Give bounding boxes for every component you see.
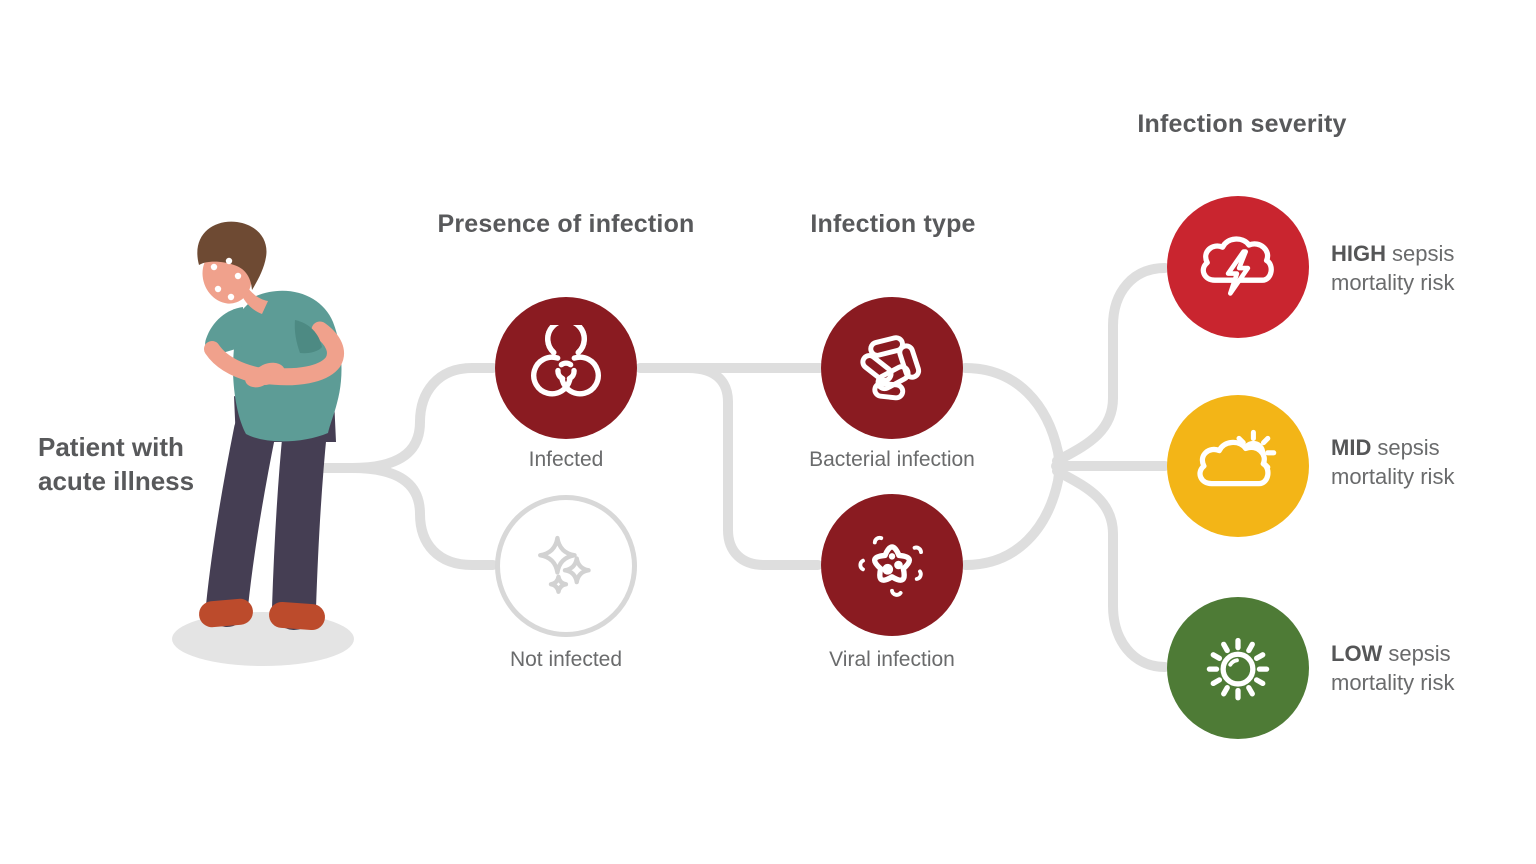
sparkles-icon xyxy=(538,535,591,594)
infected-label: Infected xyxy=(528,448,604,471)
sun-icon xyxy=(1206,637,1270,701)
low-circle xyxy=(1167,597,1309,739)
mid-rest-text: sepsis mortality risk xyxy=(1331,435,1455,489)
cloud-sun-icon xyxy=(1197,429,1277,487)
column-title-presence: Presence of infection xyxy=(437,210,695,238)
connector-paths xyxy=(297,263,1170,672)
infected-circle xyxy=(495,297,637,439)
high-rest-text: sepsis mortality risk xyxy=(1331,241,1455,295)
bacterial-circle xyxy=(821,297,963,439)
column-title-infection-severity: Infection severity xyxy=(1137,110,1347,138)
high-circle xyxy=(1167,196,1309,338)
low-rest-text: sepsis mortality risk xyxy=(1331,641,1455,695)
sweat-drops xyxy=(210,257,242,312)
column-title-infection-type: Infection type xyxy=(810,210,976,238)
not-infected-circle xyxy=(495,495,637,637)
bacteria-icon xyxy=(860,335,922,401)
bacterial-label: Bacterial infection xyxy=(809,448,975,471)
patient-label: Patient with acute illness xyxy=(38,432,195,496)
patient-illustration xyxy=(172,221,354,666)
high-level-text: HIGH xyxy=(1331,241,1386,266)
mid-level-text: MID xyxy=(1331,435,1372,460)
not-infected-label: Not infected xyxy=(509,648,623,671)
mid-circle xyxy=(1167,395,1309,537)
biohazard-icon xyxy=(531,325,601,397)
viral-circle xyxy=(821,494,963,636)
viral-label: Viral infection xyxy=(829,648,955,671)
storm-cloud-lightning-icon xyxy=(1200,236,1274,296)
virus-icon xyxy=(858,535,923,597)
low-level-text: LOW xyxy=(1331,641,1383,666)
